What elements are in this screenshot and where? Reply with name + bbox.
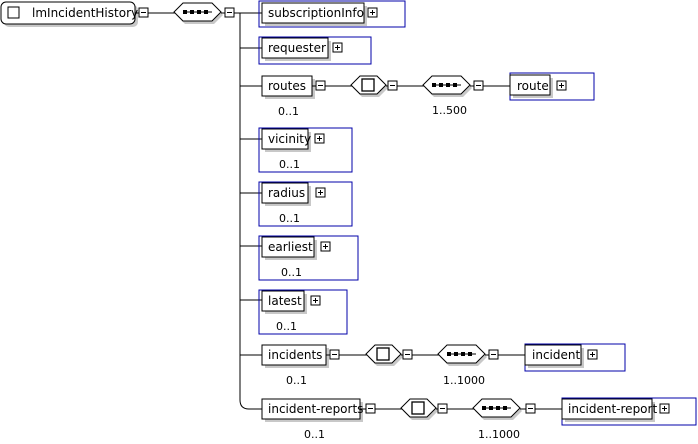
sequence-compositor-icon bbox=[422, 75, 472, 97]
complex-type-frame bbox=[258, 0, 406, 28]
root-sequence-icon bbox=[173, 2, 223, 24]
sequence-compositor-icon bbox=[472, 398, 522, 420]
expand-icon[interactable] bbox=[310, 295, 321, 306]
complex-type-frame bbox=[258, 235, 359, 281]
expand-icon[interactable] bbox=[659, 403, 670, 414]
element-label: incident-reports bbox=[268, 402, 363, 416]
occurrence-label: 0..1 bbox=[304, 428, 325, 441]
collapse-icon[interactable] bbox=[488, 349, 499, 360]
element-label: requester bbox=[268, 41, 326, 55]
expand-icon[interactable] bbox=[314, 133, 325, 144]
expand-icon[interactable] bbox=[556, 80, 567, 91]
choice-compositor-icon bbox=[365, 344, 403, 366]
collapse-icon[interactable] bbox=[315, 80, 326, 91]
choice-compositor-icon bbox=[400, 398, 438, 420]
element-label: latest bbox=[268, 294, 302, 308]
element-label: subscriptionInfo bbox=[268, 6, 364, 20]
element-label: radius bbox=[268, 186, 305, 200]
element-subscriptionInfo[interactable]: subscriptionInfo bbox=[261, 2, 367, 26]
collapse-icon[interactable] bbox=[402, 349, 413, 360]
element-label: incidents bbox=[268, 348, 322, 362]
element-route[interactable]: route bbox=[509, 74, 553, 98]
element-incidents[interactable]: incidents bbox=[261, 344, 329, 368]
element-label: incident-report bbox=[568, 402, 657, 416]
collapse-icon[interactable] bbox=[525, 403, 536, 414]
occurrence-label: 0..1 bbox=[278, 105, 299, 118]
element-requester[interactable]: requester bbox=[261, 37, 331, 61]
expand-icon[interactable] bbox=[315, 187, 326, 198]
expand-icon[interactable] bbox=[587, 349, 598, 360]
element-earliest[interactable]: earliest bbox=[261, 236, 317, 260]
sequence-compositor-icon bbox=[437, 344, 487, 366]
collapse-icon[interactable] bbox=[365, 403, 376, 414]
root-element[interactable]: lmIncidentHistory bbox=[0, 1, 138, 27]
element-label: earliest bbox=[268, 240, 313, 254]
element-label: routes bbox=[268, 79, 306, 93]
occurrence-label: 0..1 bbox=[281, 266, 302, 279]
occurrence-label: 0..1 bbox=[279, 158, 300, 171]
occurrence-label: 0..1 bbox=[276, 320, 297, 333]
occurrence-label: 0..1 bbox=[279, 212, 300, 225]
complex-type-frame bbox=[258, 36, 372, 65]
element-vicinity[interactable]: vicinity bbox=[261, 128, 311, 152]
element-label: incident bbox=[532, 348, 580, 362]
collapse-icon[interactable] bbox=[437, 403, 448, 414]
element-incident[interactable]: incident bbox=[524, 344, 584, 368]
element-incident-reports[interactable]: incident-reports bbox=[261, 398, 363, 422]
element-radius[interactable]: radius bbox=[261, 182, 311, 206]
complex-type-frame bbox=[258, 289, 348, 335]
occurrence-label: 0..1 bbox=[286, 374, 307, 387]
element-routes[interactable]: routes bbox=[261, 75, 315, 99]
choice-compositor-icon bbox=[350, 75, 388, 97]
complex-type-frame bbox=[258, 181, 353, 227]
element-label: vicinity bbox=[268, 132, 311, 146]
element-incident-report[interactable]: incident-report bbox=[561, 398, 657, 422]
expand-icon[interactable] bbox=[320, 241, 331, 252]
occurrence-label: 1..500 bbox=[432, 104, 467, 117]
collapse-icon[interactable] bbox=[387, 80, 398, 91]
occurrence-label: 1..1000 bbox=[443, 374, 485, 387]
collapse-icon[interactable] bbox=[473, 80, 484, 91]
complex-type-frame bbox=[258, 127, 353, 173]
expand-icon[interactable] bbox=[332, 42, 343, 53]
element-latest[interactable]: latest bbox=[261, 290, 307, 314]
root-element-label: lmIncidentHistory bbox=[32, 6, 138, 20]
sequence-trunk-line bbox=[234, 12, 262, 410]
element-label: route bbox=[517, 79, 549, 93]
expand-icon[interactable] bbox=[367, 7, 378, 18]
occurrence-label: 1..1000 bbox=[478, 428, 520, 441]
root-sequence-collapse-icon[interactable] bbox=[224, 7, 235, 18]
collapse-icon[interactable] bbox=[329, 349, 340, 360]
